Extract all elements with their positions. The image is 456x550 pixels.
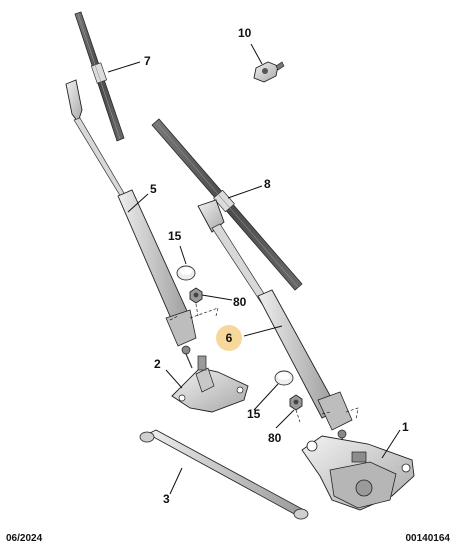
callout-3: 3 bbox=[163, 492, 170, 506]
callout-1: 1 bbox=[402, 420, 409, 434]
callout-2: 2 bbox=[154, 357, 161, 371]
leader-lines bbox=[107, 43, 401, 495]
spindle-housing bbox=[171, 355, 249, 413]
wiper-arm-right bbox=[197, 199, 353, 453]
cap-left bbox=[176, 265, 196, 281]
wiper-blade-right bbox=[151, 118, 303, 291]
wiper-arm-left bbox=[65, 79, 197, 369]
callout-8: 8 bbox=[264, 177, 271, 191]
callout-80-lower: 80 bbox=[268, 431, 282, 445]
wiper-blade-left bbox=[74, 11, 125, 142]
assembly-guide-lines bbox=[169, 303, 359, 423]
callout-10: 10 bbox=[238, 26, 252, 40]
callout-5: 5 bbox=[150, 182, 157, 196]
footer-reference: 00140164 bbox=[405, 533, 451, 544]
footer-date: 06/2024 bbox=[6, 533, 43, 544]
nut-right bbox=[289, 394, 303, 411]
callout-7: 7 bbox=[144, 54, 151, 68]
washer-nozzle bbox=[253, 61, 285, 83]
callout-15-lower: 15 bbox=[247, 407, 261, 421]
callout-6: 6 bbox=[225, 331, 233, 345]
linkage-rod bbox=[139, 429, 309, 520]
cap-right bbox=[274, 370, 294, 386]
callout-15-upper: 15 bbox=[168, 229, 182, 243]
highlighted-callout-6: 6 bbox=[216, 325, 242, 351]
wiper-motor bbox=[301, 435, 415, 511]
callout-80-upper: 80 bbox=[233, 295, 247, 309]
nut-left bbox=[189, 287, 203, 304]
